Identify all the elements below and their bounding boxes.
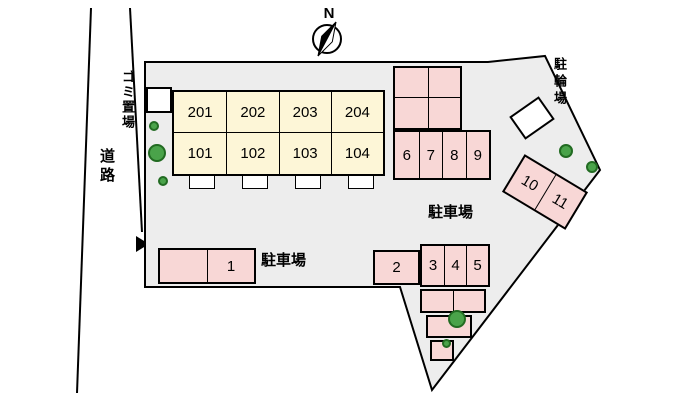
- parking-lot-label-right: 駐車場: [428, 204, 474, 221]
- room-203: 203: [278, 92, 331, 133]
- room-204: 204: [330, 92, 383, 133]
- bicycle-parking-label: 駐輪場: [552, 57, 567, 108]
- tree-icon: [148, 144, 166, 162]
- parking-row-3-5: 3 4 5: [420, 244, 490, 287]
- tree-icon: [442, 339, 451, 348]
- parking-lot-label-left: 駐車場: [261, 252, 307, 269]
- garbage-area-label: ゴミ置場: [120, 70, 135, 130]
- road-edge-left: [76, 7, 92, 394]
- compass-icon: [312, 21, 342, 57]
- parking-stall-1: 1: [207, 250, 254, 282]
- parking-stall-2-label: 2: [392, 259, 401, 276]
- tree-icon: [448, 310, 466, 328]
- parking-grid-lower: [420, 289, 486, 313]
- road-edge-right: [129, 7, 143, 233]
- entrance-step: [189, 176, 215, 189]
- tree-icon: [586, 161, 598, 173]
- garbage-box: [146, 87, 172, 113]
- parking-stall-8: 8: [442, 132, 466, 178]
- parking-stall: [160, 250, 207, 282]
- road-label: 道路: [98, 148, 115, 186]
- room-201: 201: [174, 92, 227, 133]
- room-102: 102: [226, 133, 278, 174]
- parking-stall-3: 3: [428, 257, 438, 274]
- parking-stall: [427, 98, 461, 128]
- parking-stall-2: 2: [373, 250, 420, 285]
- parking-grid-upper: [393, 66, 462, 130]
- north-label: N: [323, 5, 335, 22]
- parking-stall-5: 5: [466, 246, 488, 285]
- parking-stall-9: 9: [465, 132, 490, 178]
- parking-stall: [453, 291, 484, 311]
- entrance-step: [242, 176, 268, 189]
- parking-block-1: 1: [158, 248, 256, 284]
- parking-stall: [427, 68, 460, 98]
- parking-stall: [422, 291, 453, 311]
- room-101: 101: [187, 145, 213, 162]
- tree-icon: [158, 176, 168, 186]
- parking-stall-4: 4: [444, 246, 466, 285]
- tree-icon: [149, 121, 159, 131]
- parking-stall: [395, 68, 428, 98]
- room-103: 103: [278, 133, 331, 174]
- entrance-step: [348, 176, 374, 189]
- entrance-arrow-icon: [136, 236, 149, 252]
- tree-icon: [559, 144, 573, 158]
- room-104: 104: [330, 133, 383, 174]
- parking-stall: [395, 98, 428, 128]
- parking-stall-7: 7: [418, 132, 443, 178]
- building: 201 202 203 204 101 102 103 104: [172, 90, 385, 176]
- parking-row-6-9: 6 7 8 9: [393, 130, 491, 180]
- entrance-step: [295, 176, 321, 189]
- room-202: 202: [226, 92, 279, 133]
- parking-stall-6: 6: [402, 146, 411, 164]
